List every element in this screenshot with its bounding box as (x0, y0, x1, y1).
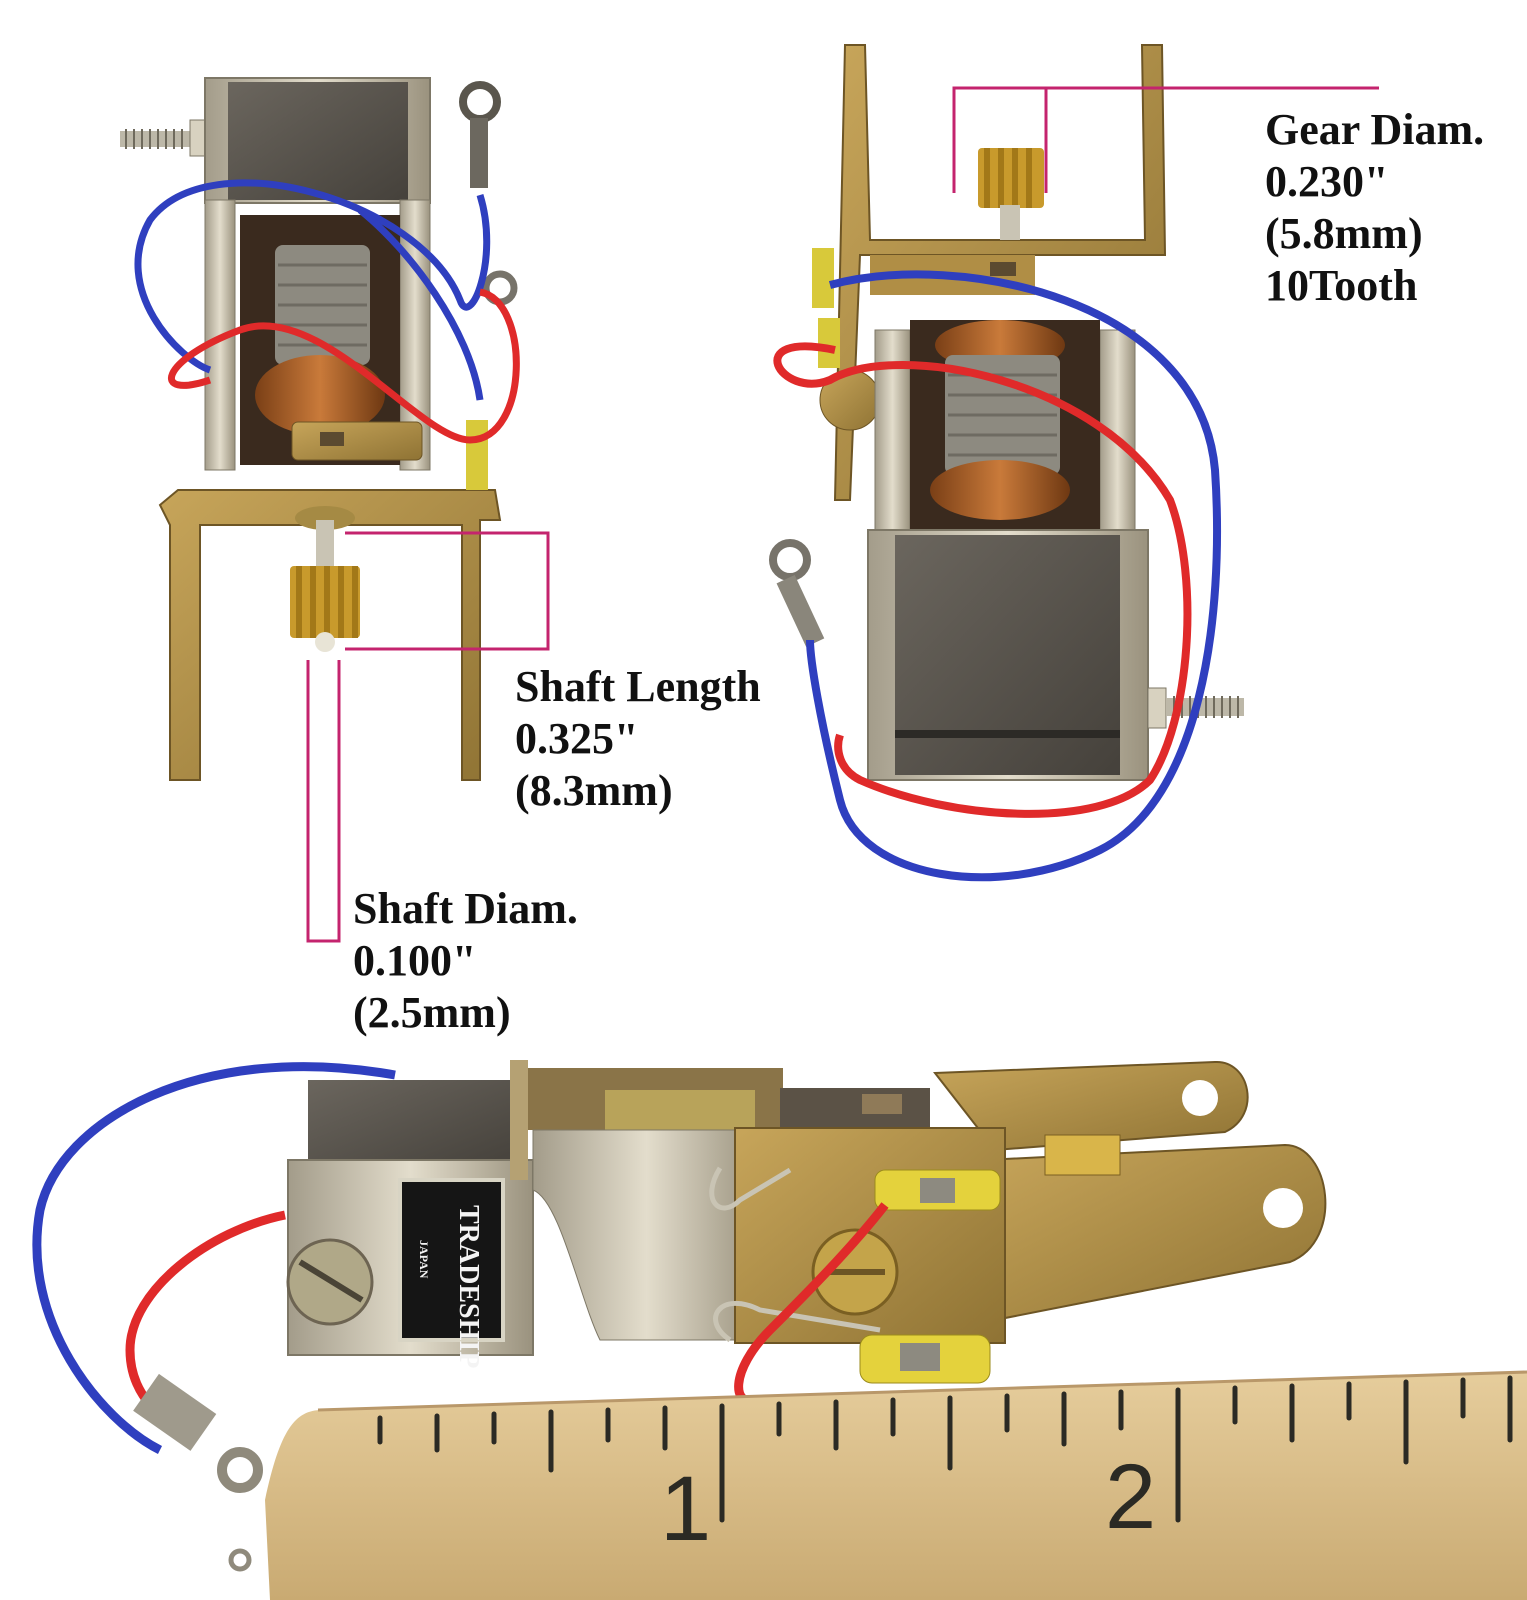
ring-terminal (459, 81, 501, 188)
yellow-insulator (812, 248, 834, 308)
brand-plate: TRADESHIP JAPAN (398, 1178, 505, 1368)
gear-diameter-callout-line (952, 86, 1379, 193)
blue-wire (806, 270, 1222, 882)
brand-origin: JAPAN (417, 1240, 431, 1279)
shaft-diameter-mm: (2.5mm) (353, 988, 511, 1037)
shaft-diameter-inches: 0.100" (353, 936, 477, 985)
shaft-length-inches: 0.325" (515, 714, 639, 763)
shaft-length-mm: (8.3mm) (515, 766, 673, 815)
red-wire (168, 288, 520, 444)
brand-name: TRADESHIP (453, 1205, 484, 1368)
ring-terminal (133, 1373, 263, 1572)
motor-top-left (120, 77, 550, 943)
shaft-length-annotation: Shaft Length 0.325" (8.3mm) (515, 661, 761, 817)
shaft-diameter-callout-line (306, 660, 341, 943)
ruler-number-2: 2 (1105, 1446, 1156, 1548)
gear-diameter-inches: 0.230" (1265, 157, 1389, 206)
wooden-ruler: 1 2 (265, 1370, 1527, 1600)
shaft-diameter-annotation: Shaft Diam. 0.100" (2.5mm) (353, 883, 578, 1039)
brush-arm (291, 421, 423, 461)
gear-diameter-mm: (5.8mm) (1265, 209, 1423, 258)
blue-wire (134, 179, 491, 374)
ruler-number-1: 1 (660, 1458, 711, 1560)
pinion-gear (978, 148, 1044, 240)
brass-bracket (833, 44, 1167, 501)
blue-wire (32, 1062, 396, 1455)
ring-terminal (769, 539, 825, 647)
nickel-can (532, 1129, 761, 1341)
yellow-insulator (466, 420, 488, 490)
magnet-block (895, 535, 1120, 775)
motor-top-right (769, 44, 1379, 882)
red-wire (773, 342, 1192, 818)
shaft-diameter-title: Shaft Diam. (353, 884, 578, 933)
brass-bracket (933, 1060, 1249, 1152)
threaded-screw (120, 119, 211, 157)
ruler-tick-marks (377, 1375, 1513, 1523)
brush-spring-clip (709, 1166, 792, 1211)
pinion-gear (290, 566, 360, 652)
magnet-block (308, 1080, 518, 1165)
gear-diameter-annotation: Gear Diam. 0.230" (5.8mm) 10Tooth (1265, 104, 1484, 312)
threaded-screw (1147, 687, 1244, 729)
motor-shaft (316, 520, 334, 572)
gear-diameter-title: Gear Diam. (1265, 105, 1485, 154)
copper-windings (255, 355, 385, 435)
gear-tooth-count: 10Tooth (1265, 261, 1418, 310)
brass-bracket (158, 489, 502, 781)
motor-bottom: TRADESHIP JAPAN (32, 1060, 1327, 1572)
shaft-length-callout-line (345, 531, 550, 651)
copper-windings (930, 460, 1070, 520)
shaft-length-title: Shaft Length (515, 662, 761, 711)
